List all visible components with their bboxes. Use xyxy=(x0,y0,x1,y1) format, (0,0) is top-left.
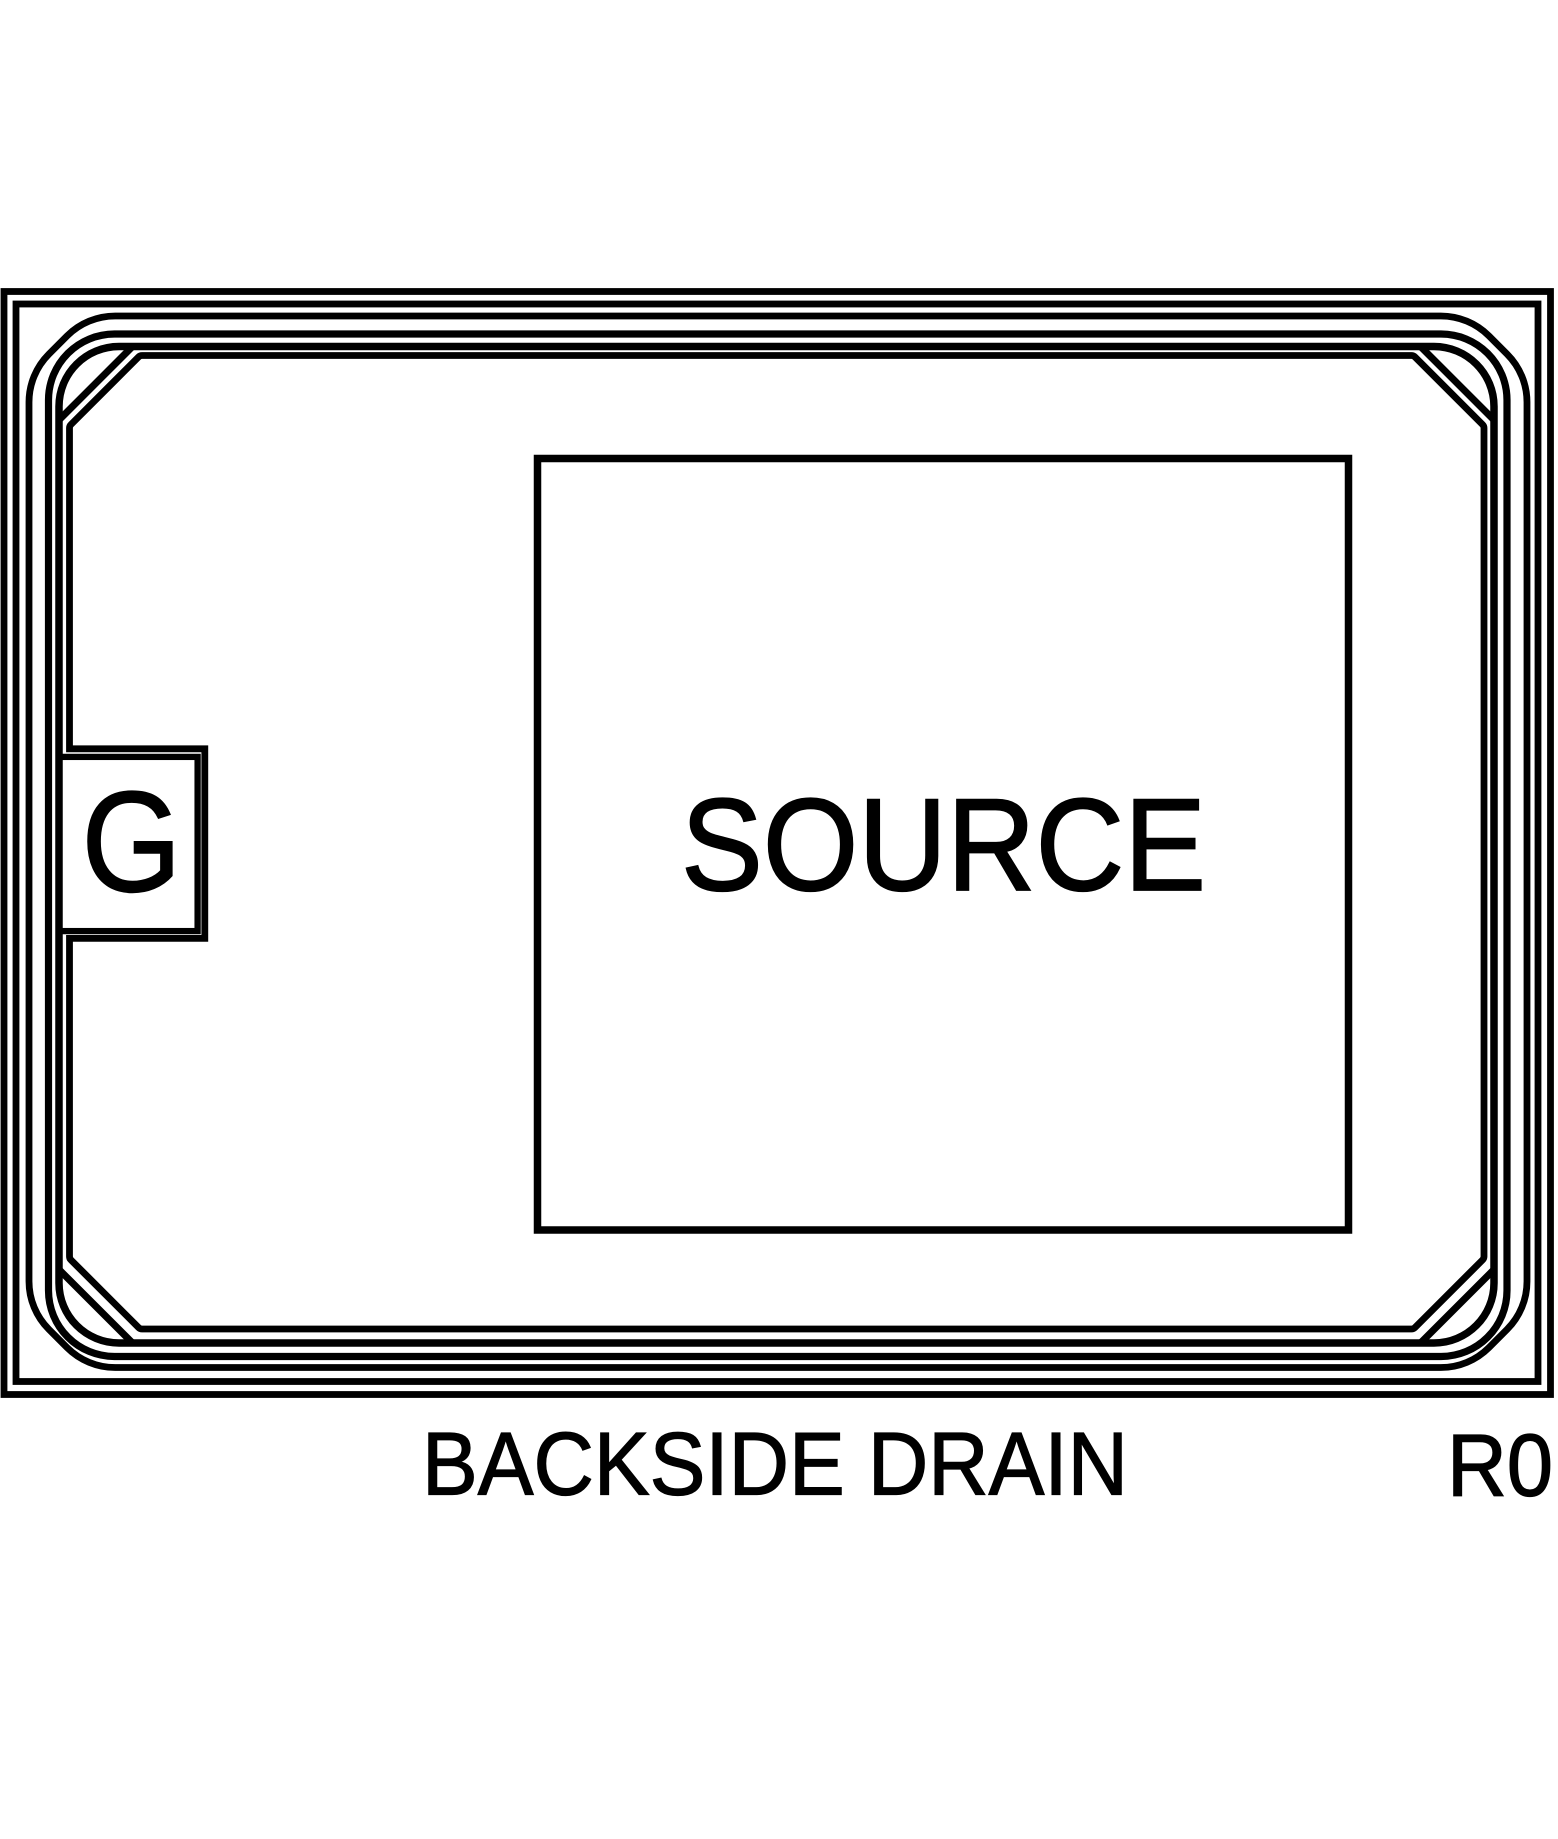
svg-text:G: G xyxy=(82,763,182,922)
svg-text:R0: R0 xyxy=(1447,1416,1553,1514)
svg-text:SOURCE: SOURCE xyxy=(681,771,1206,918)
svg-text:BACKSIDE DRAIN: BACKSIDE DRAIN xyxy=(422,1413,1128,1513)
